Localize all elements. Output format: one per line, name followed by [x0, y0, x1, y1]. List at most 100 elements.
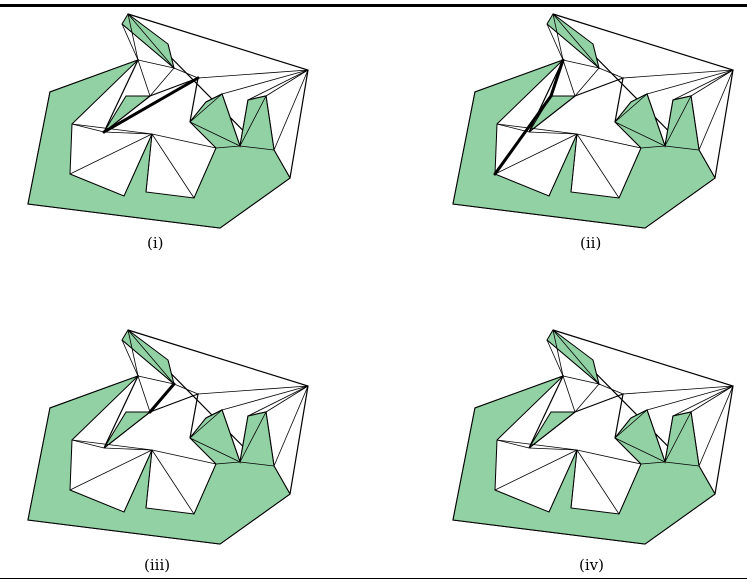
triangulation-edge: [646, 385, 734, 411]
triangulation-edge: [496, 123, 578, 135]
triangulation-edge: [69, 449, 153, 491]
triangulation-edge: [173, 383, 199, 395]
triangulation-diagram-iv: [452, 329, 734, 545]
triangulation-edge: [145, 133, 153, 193]
triangulation-edge: [127, 13, 139, 61]
triangulation-edge: [664, 411, 692, 463]
triangulation-edge: [618, 147, 642, 199]
triangulation-edge: [614, 409, 648, 439]
triangulation-edge: [137, 375, 175, 385]
triangulation-edge: [614, 437, 666, 463]
triangulation-edge: [598, 383, 624, 395]
triangulation-edge: [197, 69, 309, 79]
triangulation-edge: [103, 131, 153, 135]
triangulation-edge: [197, 385, 309, 395]
triangulation-edge: [69, 133, 153, 175]
triangulation-edge: [151, 449, 217, 465]
triangulation-edge: [193, 463, 217, 515]
triangulation-edge: [167, 43, 175, 69]
triangulation-edge: [145, 449, 153, 509]
triangulation-edge: [189, 93, 223, 123]
triangulation-edge: [103, 447, 153, 451]
triangulation-edge: [221, 385, 309, 411]
triangulation-edge: [570, 133, 578, 193]
triangulation-edge: [698, 385, 734, 467]
triangulation-edge: [247, 385, 309, 417]
highlighted-diagonal: [549, 58, 565, 98]
triangulation-edge: [664, 145, 700, 151]
triangulation-diagram-i: [27, 13, 309, 229]
triangulation-edge: [215, 461, 241, 465]
triangulation-edge: [552, 329, 600, 385]
triangulation-edge: [618, 463, 642, 515]
triangulation-edge: [151, 133, 195, 199]
caption-iii: (iii): [144, 556, 171, 574]
triangulation-edge: [496, 439, 530, 449]
triangulation-edge: [598, 67, 624, 79]
triangulation-edge: [149, 67, 175, 97]
triangulation-edge: [552, 13, 564, 61]
triangulation-edge: [552, 13, 600, 69]
triangulation-edge: [622, 69, 734, 79]
triangulation-edge: [496, 439, 578, 451]
triangulation-edge: [239, 411, 267, 463]
triangulation-edge: [167, 359, 175, 385]
triangulation-edge: [496, 123, 530, 133]
triangulation-edge: [664, 95, 692, 147]
bottom-rule: [0, 578, 747, 579]
triangulation-edge: [562, 59, 576, 97]
triangulation-edge: [127, 329, 175, 385]
triangulation-edge: [672, 385, 734, 417]
triangulation-edge: [552, 329, 564, 377]
triangulation-edge: [690, 385, 734, 413]
triangulation-edge: [548, 449, 578, 513]
highlighted-diagonal: [493, 94, 553, 176]
triangulation-edge: [239, 145, 275, 151]
triangulation-edge: [640, 461, 666, 465]
triangulation-edge: [189, 409, 223, 439]
triangulation-diagram-iii: [27, 329, 309, 545]
triangulation-edge: [71, 439, 105, 449]
triangulation-edge: [103, 411, 151, 449]
triangulation-edge: [664, 461, 700, 467]
triangulation-edge: [622, 385, 734, 395]
triangulation-edge: [127, 329, 139, 377]
triangulation-edge: [71, 439, 153, 451]
triangulation-edge: [562, 59, 600, 69]
triangulation-edge: [546, 23, 600, 69]
triangulation-edge: [528, 411, 576, 449]
triangulation-edge: [121, 23, 139, 61]
triangulation-edge: [247, 69, 309, 101]
triangulation-edge: [265, 69, 309, 97]
triangulation-edge: [672, 69, 734, 101]
triangulation-edge: [614, 93, 648, 123]
caption-i: (i): [147, 234, 164, 252]
triangulation-edge: [189, 121, 217, 149]
triangulation-edge: [189, 437, 217, 465]
triangulation-edge: [273, 385, 309, 467]
triangulation-edge: [546, 23, 564, 61]
triangulation-edge: [273, 69, 309, 151]
triangulation-edge: [71, 123, 105, 133]
triangulation-edge: [698, 69, 734, 151]
triangulation-edge: [137, 375, 151, 413]
triangulation-edge: [614, 121, 666, 147]
triangulation-edge: [127, 13, 175, 69]
triangulation-edge: [151, 133, 217, 149]
triangulation-edge: [137, 59, 151, 97]
triangulation-edge: [570, 449, 578, 509]
triangulation-edge: [189, 437, 241, 463]
highlighted-diagonal: [148, 382, 176, 414]
highlighted-diagonal: [102, 76, 200, 134]
triangulation-edge: [576, 449, 620, 515]
caption-iv: (iv): [579, 556, 604, 574]
triangulation-edge: [614, 121, 642, 149]
triangulation-edge: [592, 359, 600, 385]
triangulation-edge: [546, 339, 564, 377]
triangulation-edge: [123, 449, 153, 513]
triangulation-edge: [189, 121, 241, 147]
triangulation-edge: [123, 133, 153, 197]
triangulation-edge: [528, 447, 578, 451]
triangulation-edge: [215, 145, 241, 149]
